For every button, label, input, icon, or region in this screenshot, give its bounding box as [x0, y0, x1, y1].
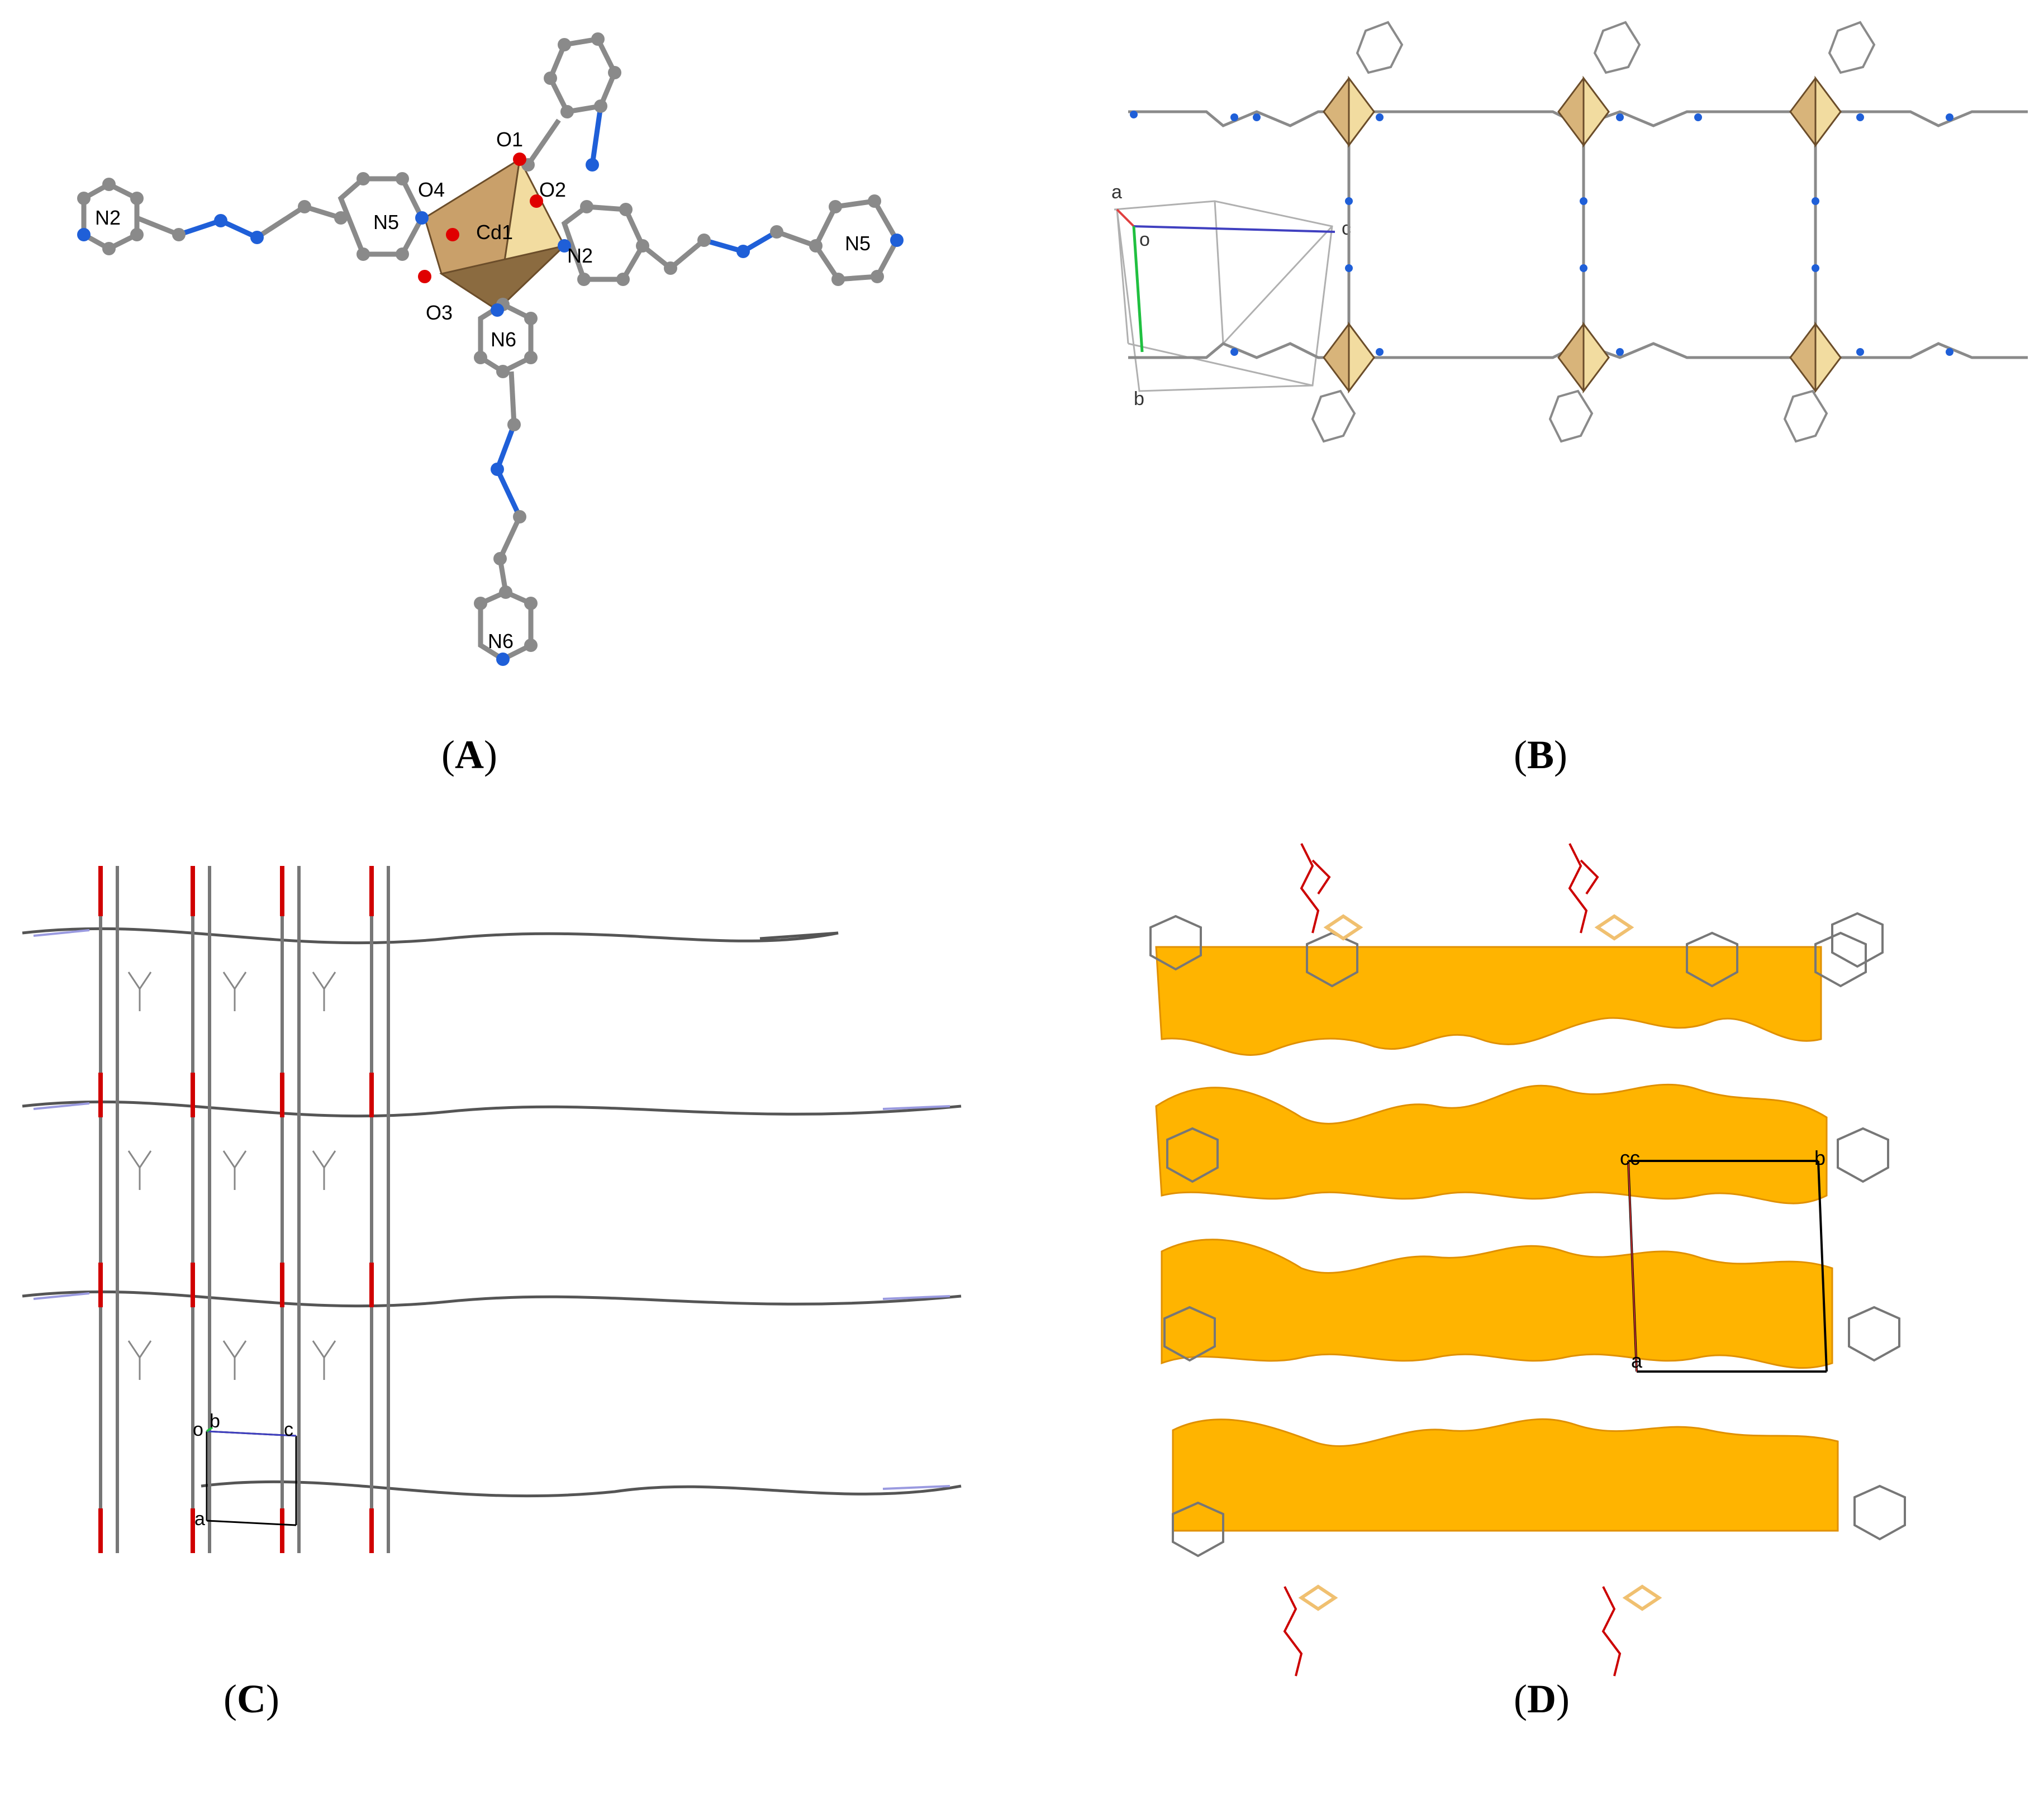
label-o4: O4 — [418, 178, 445, 201]
atom-labels: O1 O4 O2 N2 N5 Cd1 N2 N5 O3 N6 N6 — [95, 128, 871, 653]
oxygen-atoms — [418, 153, 543, 283]
bond — [508, 371, 517, 425]
nitrogen-atoms-b — [1130, 111, 1953, 356]
caption-d: (D) — [1514, 1677, 1570, 1721]
axis-labels-d: cc b a — [1620, 1146, 1826, 1372]
caption-b: (B) — [1514, 732, 1567, 777]
benzoate-ring — [548, 36, 617, 115]
label-o1: O1 — [496, 128, 523, 151]
cd-centers — [1298, 914, 1662, 1611]
bond — [776, 229, 817, 249]
bond — [590, 106, 603, 165]
bond — [255, 204, 306, 240]
axis-label-a: a — [1111, 182, 1122, 203]
label-n5-right: N5 — [845, 232, 871, 255]
label-cd1: Cd1 — [476, 221, 513, 244]
axis-label-o-c: o — [193, 1419, 203, 1440]
axis-label-c-c: c — [284, 1419, 293, 1440]
label-n6-bottom: N6 — [488, 630, 514, 653]
panel-d: cc b a (D) — [1022, 827, 2044, 1811]
nitrogen-atoms — [77, 158, 904, 666]
label-n2-right: N2 — [567, 244, 593, 267]
b-axis — [1132, 226, 1144, 353]
axis-label-a-d: a — [1631, 1349, 1643, 1372]
axis-label-cc-d: cc — [1620, 1146, 1640, 1169]
carboxylate-wires — [1283, 843, 1622, 1677]
guest-molecules — [127, 972, 336, 1380]
channel-2 — [1155, 1083, 1828, 1204]
channel-1 — [1155, 946, 1822, 1056]
vertical-pillars — [98, 866, 390, 1553]
bond — [526, 118, 561, 166]
panel-a: O1 O4 O2 N2 N5 Cd1 N2 N5 O3 N6 N6 (A) — [0, 0, 1022, 827]
axis-label-b-c: b — [210, 1411, 220, 1432]
bond — [495, 468, 522, 518]
n2-ring — [561, 204, 646, 282]
b-axis-c — [206, 1426, 213, 1432]
channel-4 — [1172, 1418, 1839, 1532]
bond — [669, 238, 706, 270]
panel-c: o b c a (C) — [0, 827, 1022, 1811]
label-n6-top: N6 — [491, 328, 516, 351]
a-axis-d — [1628, 1160, 1637, 1372]
benzoate-rings-b — [1311, 21, 1876, 443]
horizontal-layers — [22, 927, 962, 1498]
bond — [497, 516, 522, 560]
bond — [703, 237, 744, 254]
axis-label-b: b — [1134, 388, 1144, 410]
panel-b: a o c b — [1022, 0, 2044, 827]
axis-label-a-c: a — [194, 1508, 205, 1530]
caption-a: (A) — [441, 732, 497, 777]
c-axis-c — [206, 1430, 297, 1437]
wire-rings — [1149, 912, 1906, 1558]
axis-labels-c: o b c a — [193, 1411, 293, 1530]
cd-octahedra — [1323, 75, 1842, 394]
a-axis — [1116, 208, 1135, 227]
c-axis — [1133, 225, 1335, 233]
label-n2-left: N2 — [95, 206, 121, 229]
bond — [136, 215, 180, 237]
label-n5-left: N5 — [373, 211, 399, 234]
panel-b-structure: a o c b — [1111, 21, 2028, 443]
label-o2: O2 — [539, 178, 566, 201]
label-o3: O3 — [426, 301, 453, 324]
channel-3 — [1161, 1239, 1833, 1369]
layer-nitrogens — [33, 929, 950, 1490]
bond — [178, 218, 222, 237]
bond — [495, 423, 517, 470]
axis-label-o: o — [1139, 229, 1150, 250]
polymer-chains — [1128, 110, 2028, 359]
panel-c-structure: o b c a — [22, 866, 962, 1553]
panel-d-structure: cc b a — [1149, 843, 1906, 1677]
caption-c: (C) — [224, 1677, 279, 1721]
panel-a-structure: O1 O4 O2 N2 N5 Cd1 N2 N5 O3 N6 N6 — [77, 32, 904, 666]
channel-surfaces — [1155, 946, 1839, 1532]
axis-label-b-d: b — [1814, 1146, 1826, 1169]
axis-labels: a o c b — [1111, 182, 1351, 410]
